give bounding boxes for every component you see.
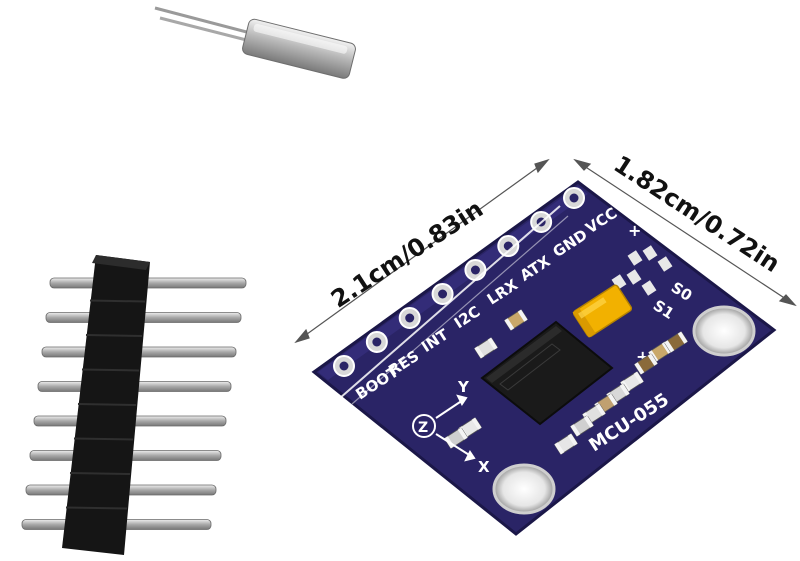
smd-component	[554, 433, 578, 455]
mounting-hole	[492, 463, 556, 515]
dimension-height-arrow	[573, 158, 797, 307]
sensor-chip	[480, 320, 614, 426]
dimension-width-arrow	[294, 158, 550, 344]
axis-marker	[412, 394, 476, 462]
smd-component	[570, 415, 594, 437]
mounting-hole	[692, 305, 756, 357]
plus-mark-top: +	[628, 221, 641, 240]
pin-header	[21, 255, 247, 555]
axis-z-label: Z	[418, 420, 428, 436]
smd-component	[504, 309, 528, 331]
crystal-oscillator	[154, 6, 356, 79]
smd-component	[664, 331, 688, 353]
jumper-pads	[611, 245, 673, 296]
axis-x-label: X	[478, 458, 490, 476]
axis-y-label: Y	[457, 378, 470, 396]
tantalum-capacitor	[572, 284, 633, 338]
smd-component	[474, 337, 498, 359]
smd-component	[634, 353, 658, 375]
